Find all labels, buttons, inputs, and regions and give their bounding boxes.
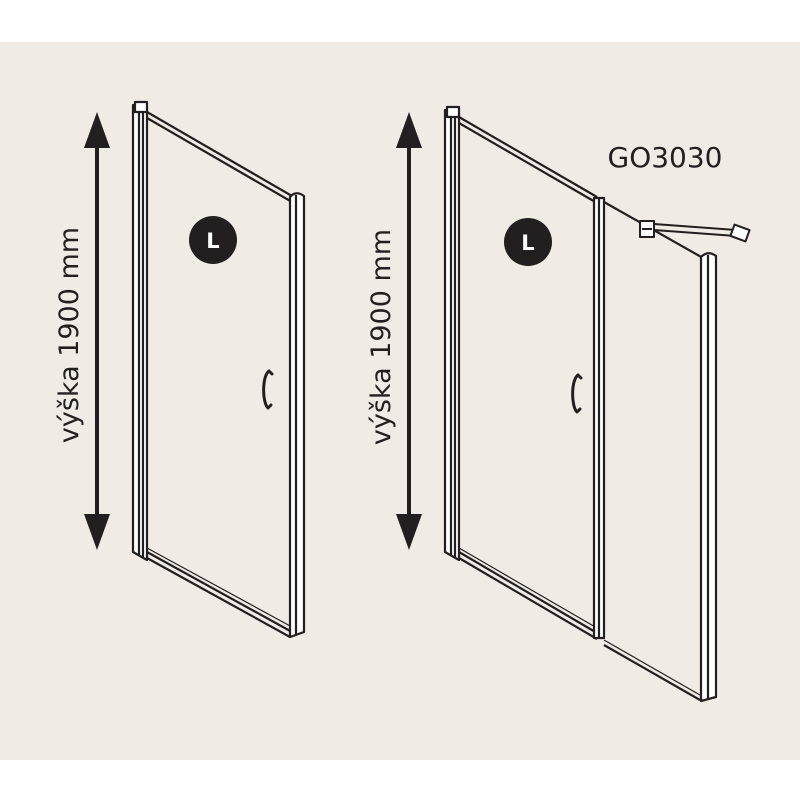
- height-label-left: výška 1900 mm: [54, 227, 85, 443]
- door-handle-right: [571, 373, 583, 414]
- fixed-panel-edge: [699, 252, 718, 703]
- door-glass-left: [146, 111, 293, 638]
- badge-letter-left: L: [206, 229, 219, 253]
- middle-post: [592, 196, 606, 640]
- hinge-side-badge-left: L: [189, 216, 237, 264]
- wall-profile-left: [131, 100, 149, 562]
- door-handle-left: [262, 369, 274, 410]
- door-edge-profile-left: [288, 192, 306, 639]
- door-with-panel-drawing: [396, 105, 751, 703]
- height-label-right: výška 1900 mm: [366, 229, 397, 445]
- single-door-drawing: [84, 100, 306, 639]
- stabilization-bar: [639, 220, 751, 243]
- height-arrow-left: [84, 112, 110, 550]
- door-glass-right: [458, 116, 598, 640]
- model-code: GO3030: [608, 141, 723, 174]
- badge-letter-right: L: [521, 231, 534, 255]
- hinge-side-badge-right: L: [504, 218, 552, 266]
- wall-profile-right: [443, 105, 461, 562]
- height-arrow-right: [396, 112, 422, 550]
